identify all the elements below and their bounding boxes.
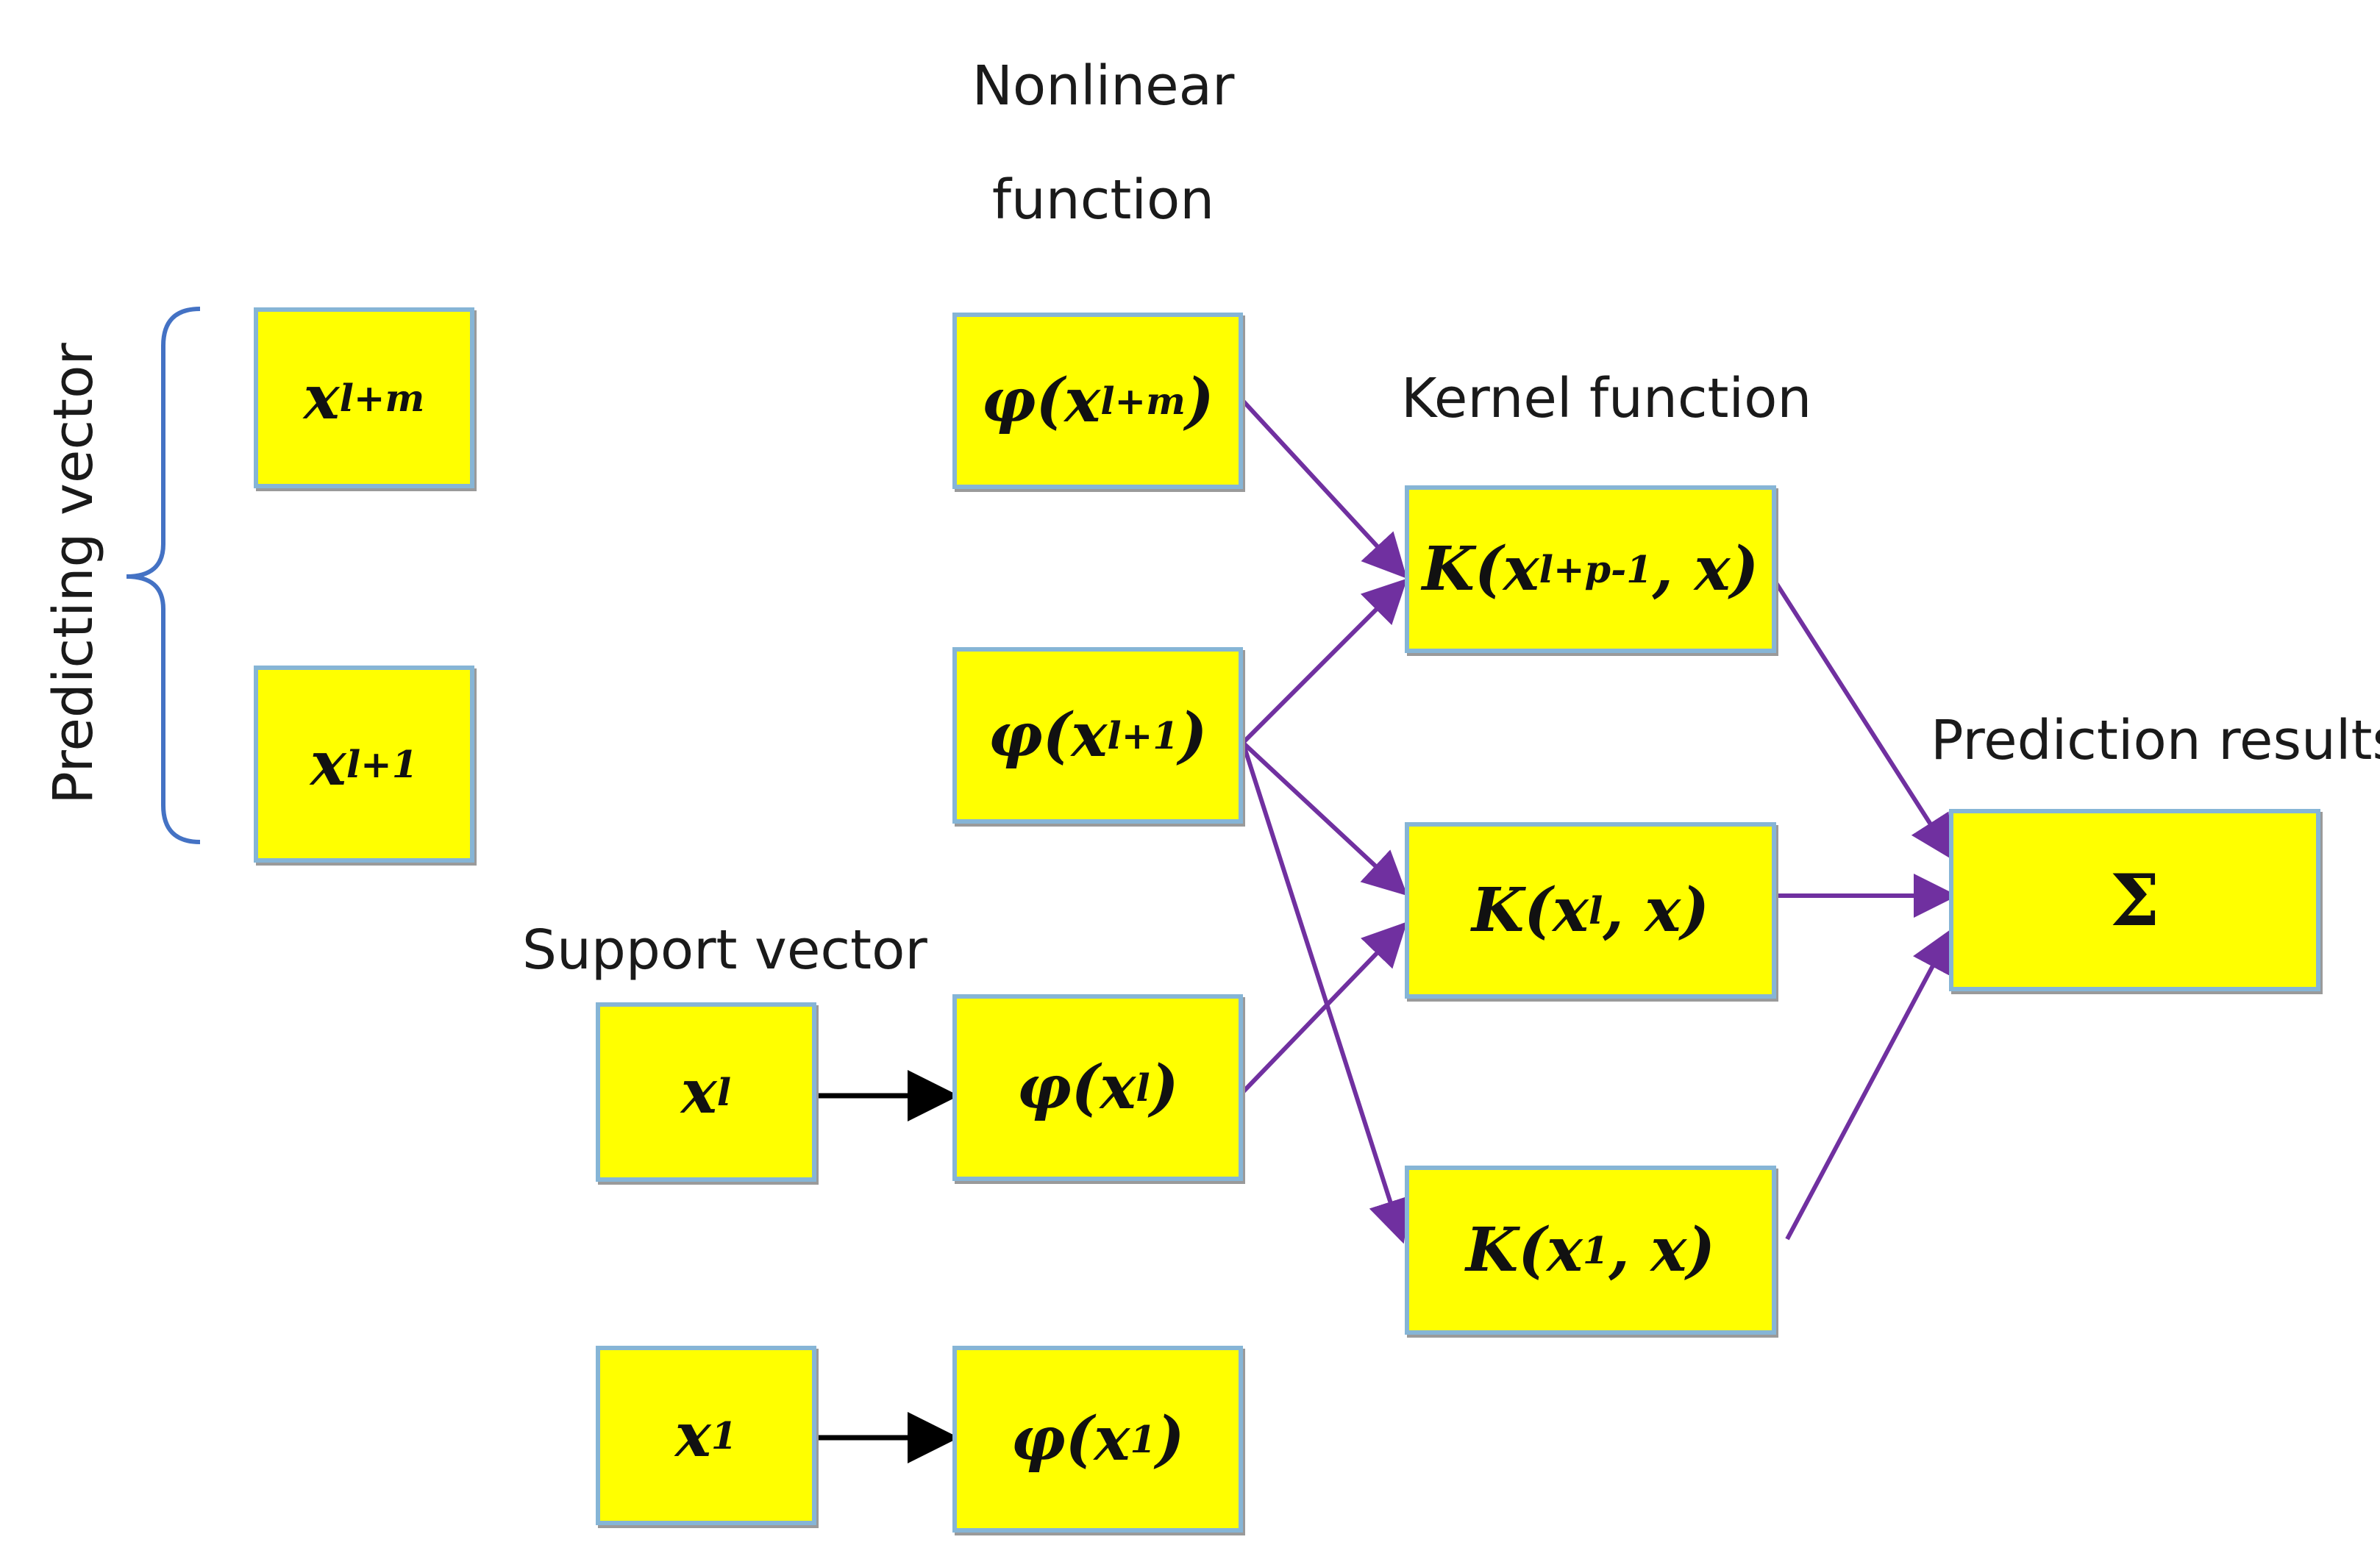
node-phi-x-l-plus-1-sub: l+1 — [1107, 713, 1179, 757]
kernel-function-label: Kernel function — [1401, 367, 1812, 430]
node-phi-x-l-pre: φ( — [1016, 1052, 1100, 1123]
node-phi-x-l-plus-m-sub: l+m — [1100, 379, 1186, 423]
node-kernel-x-l-sub: l — [1588, 888, 1603, 932]
node-phi-x-l-plus-1-pre: φ( — [988, 700, 1072, 771]
nonlinear-function-label-line1: Nonlinear — [972, 54, 1235, 118]
node-kernel-x-l-post: , x) — [1603, 875, 1710, 946]
node-kernel-x-l-plus-p-minus-1-pre: K( — [1422, 534, 1503, 604]
node-x-l-plus-m-sub: l+m — [339, 376, 425, 420]
node-sum: Σ — [1949, 809, 2320, 991]
node-x-l-base: x — [680, 1057, 717, 1127]
node-sum-symbol: Σ — [2109, 858, 2160, 942]
node-x-l-plus-1-sub: l+1 — [346, 742, 418, 786]
node-x-l-plus-m-base: x — [303, 363, 340, 433]
node-kernel-x-1-sub: 1 — [1582, 1228, 1609, 1272]
node-phi-x-1-post: ) — [1155, 1404, 1185, 1474]
predicting-vector-brace — [126, 307, 201, 844]
node-kernel-x-l-pre: K( — [1471, 875, 1553, 946]
node-kernel-x-l-base: x — [1553, 875, 1589, 946]
support-vector-label: Support vector — [522, 918, 927, 982]
node-phi-x-1-pre: φ( — [1011, 1404, 1094, 1474]
arrow-k-lp-to-sum — [1770, 576, 1954, 861]
node-kernel-x-1-base: x — [1547, 1215, 1583, 1285]
node-kernel-x-l-plus-p-minus-1-sub: l+p-1 — [1539, 547, 1653, 591]
arrow-phi-l1-to-k-1 — [1241, 742, 1411, 1244]
node-x-l-sub: l — [716, 1070, 732, 1114]
arrow-phi-l1-to-k-l — [1241, 741, 1408, 896]
node-x-1-base: x — [674, 1400, 711, 1471]
node-phi-x-l-base: x — [1100, 1052, 1136, 1123]
node-phi-x-l-plus-m-pre: φ( — [981, 365, 1065, 436]
node-phi-x-l-sub: l — [1136, 1066, 1150, 1110]
node-kernel-x-l-plus-p-minus-1-post: , x) — [1652, 534, 1759, 604]
node-kernel-x-l-plus-p-minus-1-base: x — [1503, 534, 1539, 604]
node-x-l-plus-1-base: x — [310, 729, 346, 799]
node-phi-x-l-plus-1-base: x — [1071, 700, 1108, 771]
arrow-k-1-to-sum — [1785, 927, 1953, 1241]
arrow-phi-l-to-k-l — [1241, 921, 1408, 1094]
node-x-1-sub: 1 — [710, 1413, 738, 1458]
node-kernel-x-1-pre: K( — [1465, 1215, 1547, 1285]
node-phi-x-l-plus-1-post: ) — [1178, 700, 1208, 771]
predicting-vector-label: Predicting vector — [42, 343, 105, 805]
node-phi-x-l-post: ) — [1150, 1052, 1179, 1123]
nonlinear-function-label-line2: function — [991, 168, 1215, 232]
node-kernel-x-1-post: , x) — [1608, 1215, 1716, 1285]
node-phi-x-1-sub: 1 — [1130, 1417, 1156, 1461]
node-phi-x-l-plus-m-post: ) — [1185, 365, 1214, 436]
arrow-phi-lm-to-k-lp — [1241, 399, 1408, 579]
node-phi-x-l-plus-m-base: x — [1064, 365, 1101, 436]
prediction-results-label: Prediction results — [1931, 709, 2380, 772]
arrow-phi-l1-to-k-lp — [1241, 578, 1408, 745]
node-phi-x-1-base: x — [1094, 1404, 1130, 1474]
